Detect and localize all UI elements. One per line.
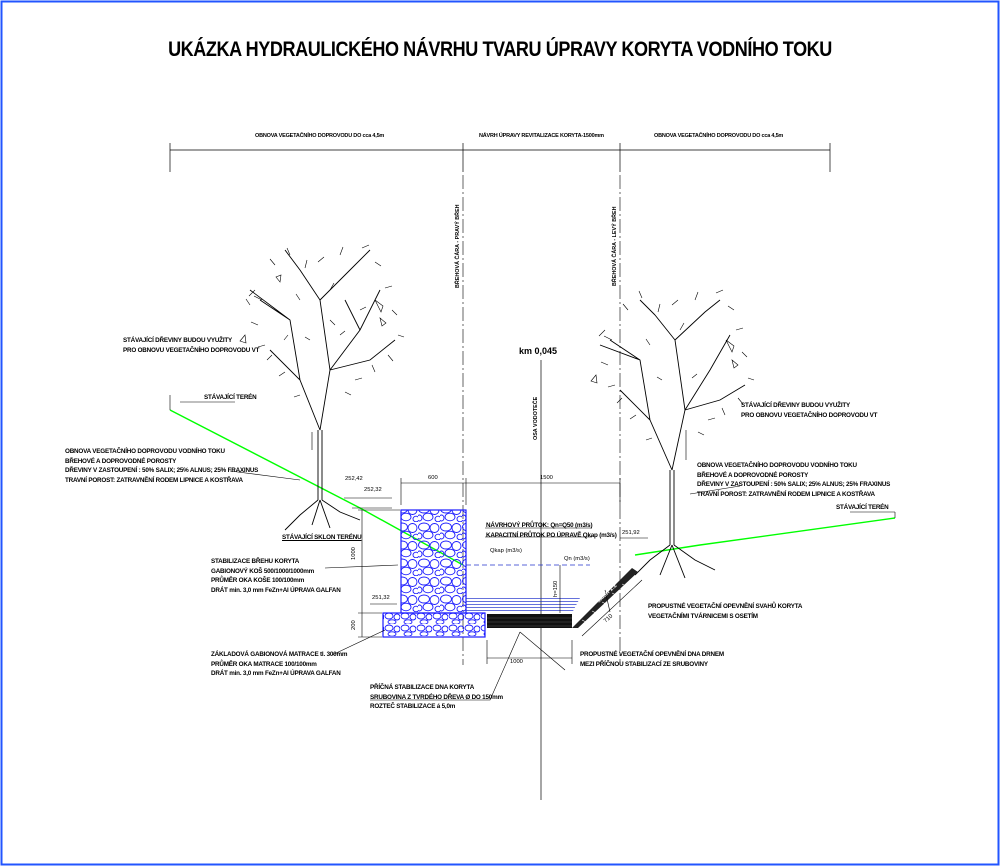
- slope-label: STÁVAJÍCÍ SKLON TERÉNU: [282, 534, 362, 541]
- elev-251-92: 251,92: [622, 530, 640, 536]
- top-dimension-line: [169, 143, 831, 172]
- gabion-mattress: [382, 612, 486, 638]
- timber-stabilization: [487, 614, 572, 628]
- left-bank-label: BŘEHOVÁ ČÁRA - LEVÝ BŘEH: [612, 206, 618, 286]
- slope-revetment-note: PROPUSTNÉ VEGETAČNÍ OPEVNĚNÍ SVAHŮ KORYT…: [648, 603, 803, 620]
- drawing-title: UKÁZKA HYDRAULICKÉHO NÁVRHU TVARU ÚPRAVY…: [168, 38, 832, 61]
- dim-1500: 1500: [540, 475, 553, 481]
- dim-1000-h: 1000: [510, 659, 523, 665]
- dim-600: 600: [428, 475, 438, 481]
- terrain-left-label: STÁVAJÍCÍ TERÉN: [204, 394, 257, 401]
- dim-200: 200: [351, 620, 357, 630]
- elev-252-32: 252,32: [364, 487, 382, 493]
- veg-left-note: OBNOVA VEGETAČNÍHO DOPROVODU VODNÍHO TOK…: [65, 448, 259, 484]
- water-body: [466, 598, 580, 613]
- qkap-label: Qkap (m3/s): [490, 548, 522, 554]
- qn-label: Qn (m3/s): [564, 556, 590, 562]
- axis-label: OSA VODOTEČE: [533, 396, 539, 440]
- terrain-right-label: STÁVAJÍCÍ TERÉN: [836, 504, 889, 511]
- dim-center-label: NÁVRH ÚPRAVY REVITALIZACE KORYTA-1500mm: [479, 133, 604, 139]
- elev-252-42: 252,42: [345, 476, 363, 482]
- elev-251-32: 251,32: [372, 595, 390, 601]
- km-label: km 0,045: [519, 346, 558, 356]
- right-tree: [590, 289, 755, 579]
- dim-right-label: OBNOVA VEGETAČNÍHO DOPROVODU DO cca 4,5m: [654, 133, 784, 139]
- slope-revetment: [572, 568, 638, 628]
- dim-1000-v: 1000: [351, 547, 357, 560]
- terrain-line-right: [634, 517, 896, 556]
- dim-h150: h=150: [553, 580, 559, 597]
- gabion-basket: [400, 509, 467, 614]
- veg-right-note: OBNOVA VEGETAČNÍHO DOPROVODU VODNÍHO TOK…: [697, 462, 891, 498]
- flow-note: NÁVRHOVÝ PRŮTOK: Qn=Q50 (m3/s)KAPACITNÍ …: [486, 522, 617, 539]
- right-bank-label: BŘEHOVÁ ČÁRA - PRAVÝ BŘEH: [455, 204, 461, 288]
- left-tree: [239, 244, 405, 531]
- dim-left-label: OBNOVA VEGETAČNÍHO DOPROVODU DO cca 4,5m: [255, 133, 385, 139]
